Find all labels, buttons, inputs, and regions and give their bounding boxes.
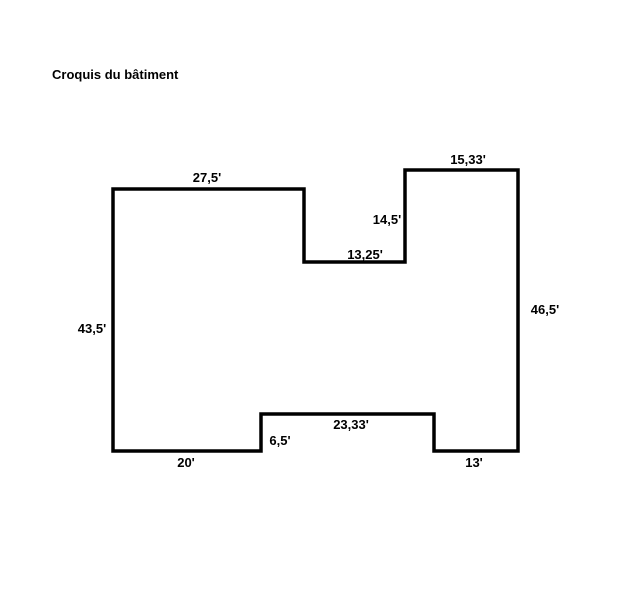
dimension-top-right: 15,33' (450, 152, 486, 167)
dimension-bottom-middle: 23,33' (333, 417, 369, 432)
dimension-notch-depth: 14,5' (373, 212, 401, 227)
dimension-bottom-left: 20' (177, 455, 195, 470)
dimension-notch-bottom: 13,25' (347, 247, 383, 262)
sketch-title: Croquis du bâtiment (52, 67, 179, 82)
dimension-top-left: 27,5' (193, 170, 221, 185)
building-outline (111, 168, 520, 453)
dimension-step: 6,5' (269, 433, 290, 448)
dimension-right: 46,5' (531, 302, 559, 317)
dimension-bottom-right: 13' (465, 455, 483, 470)
dimension-left: 43,5' (78, 321, 106, 336)
